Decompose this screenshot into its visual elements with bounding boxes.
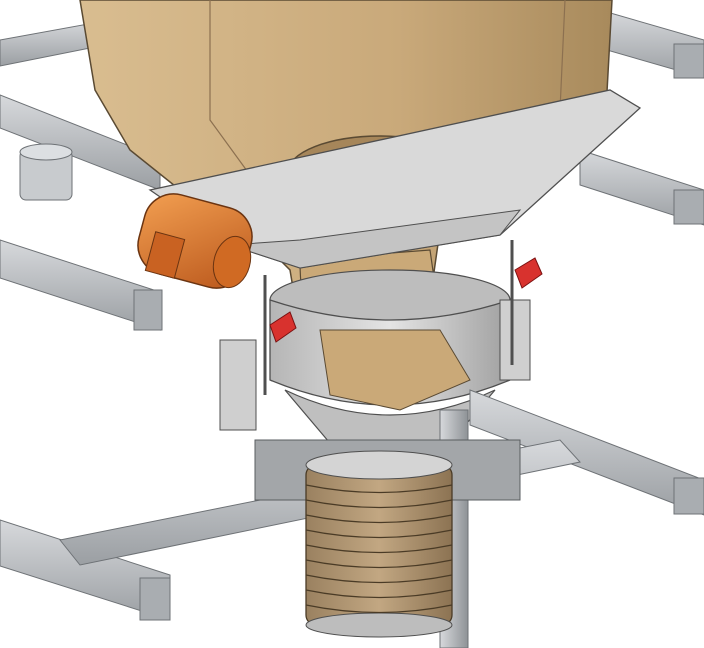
rail-end-cap bbox=[673, 43, 704, 79]
rear-rail-right-lower bbox=[579, 149, 704, 226]
clamp-ring-assembly bbox=[219, 269, 531, 466]
toggle-clamp-icon bbox=[263, 240, 543, 395]
vibrator-motor bbox=[137, 193, 253, 289]
discharge-bellows bbox=[305, 450, 453, 638]
mount-block bbox=[19, 143, 73, 201]
rail-end-cap bbox=[673, 189, 704, 225]
rail-end-cap bbox=[133, 289, 163, 331]
side-bracket-left bbox=[219, 339, 257, 431]
side-bracket-right bbox=[499, 299, 531, 381]
bag-spout-inner bbox=[319, 329, 471, 411]
rail-end-cap bbox=[139, 577, 171, 621]
bellows-pleats bbox=[305, 484, 453, 614]
rail-end-cap bbox=[673, 477, 704, 515]
front-rail-right bbox=[469, 389, 704, 516]
rear-frame bbox=[0, 9, 704, 331]
